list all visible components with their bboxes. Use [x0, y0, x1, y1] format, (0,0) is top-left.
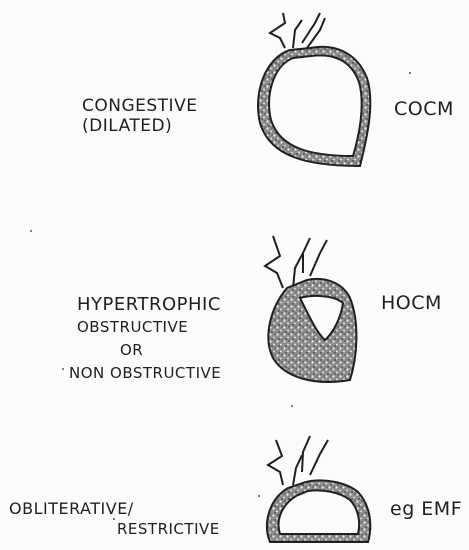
dilated-heart-icon: [245, 8, 395, 173]
speck: [30, 230, 32, 232]
hypertrophic-heart-icon: [255, 228, 375, 388]
speck: [258, 495, 260, 497]
abbreviation-label: COCM: [394, 100, 454, 119]
speck: [113, 518, 115, 520]
condition-label-line-1: HYPERTROPHIC: [77, 296, 221, 314]
condition-label-line-2: OBSTRUCTIVE: [77, 320, 188, 335]
condition-label-line-4: NON OBSTRUCTIVE: [69, 366, 221, 381]
condition-label-line-2: RESTRICTIVE: [117, 522, 220, 537]
speck: [62, 368, 64, 370]
condition-label-line-1: OBLITERATIVE/: [9, 501, 134, 517]
abbreviation-label: HOCM: [381, 294, 442, 313]
speck: [291, 405, 293, 407]
condition-label-line-1: CONGESTIVE: [82, 98, 197, 115]
abbreviation-label: eg EMF: [390, 500, 462, 519]
restrictive-heart-icon: [258, 430, 388, 550]
condition-label-line-3: OR: [120, 343, 143, 358]
condition-label-line-2: (DILATED): [82, 118, 172, 135]
speck: [409, 72, 411, 74]
